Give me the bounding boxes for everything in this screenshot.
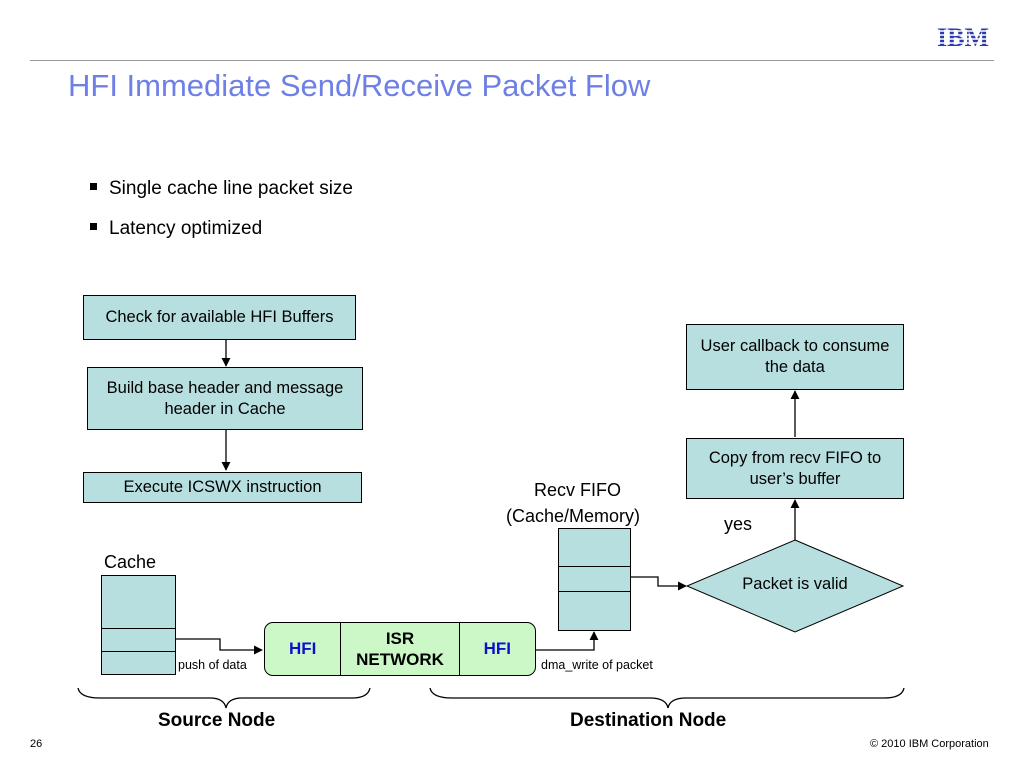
source-node-label: Source Node bbox=[158, 710, 276, 731]
page-number: 26 bbox=[30, 738, 43, 750]
page-title: HFI Immediate Send/Receive Packet Flow bbox=[68, 68, 651, 103]
step-copy-to-buffer: Copy from recv FIFO to user’s buffer bbox=[686, 438, 904, 499]
step-execute-icswx: Execute ICSWX instruction bbox=[83, 472, 362, 503]
bullet-marker bbox=[90, 183, 97, 191]
bullet-text: Single cache line packet size bbox=[109, 178, 353, 199]
recv-fifo-sublabel: (Cache/Memory) bbox=[506, 506, 641, 526]
recv-fifo-label: Recv FIFO bbox=[534, 480, 622, 500]
isr-network-label: ISR NETWORK bbox=[340, 623, 460, 675]
cache-line-slot bbox=[102, 628, 175, 652]
bullet-item: Latency optimized bbox=[90, 218, 262, 240]
isr-network: HFI ISR NETWORK HFI bbox=[264, 622, 536, 676]
destination-node-brace bbox=[429, 687, 905, 709]
bullet-marker bbox=[90, 223, 97, 231]
arrow-fifo-to-decision bbox=[631, 576, 687, 591]
decision-diamond bbox=[685, 539, 905, 633]
destination-node-label: Destination Node bbox=[570, 710, 727, 731]
step-user-callback: User callback to consume the data bbox=[686, 324, 904, 390]
arrow-dma-write bbox=[536, 631, 599, 651]
recv-fifo-block bbox=[558, 528, 631, 631]
source-node-brace bbox=[77, 687, 371, 709]
step-build-headers: Build base header and message header in … bbox=[87, 367, 363, 430]
ibm-logo: IBM bbox=[930, 23, 996, 52]
yes-label: yes bbox=[724, 514, 753, 534]
isr-label-line2: NETWORK bbox=[356, 650, 444, 669]
dma-write-label: dma_write of packet bbox=[541, 658, 653, 672]
decision-label: Packet is valid bbox=[742, 575, 848, 593]
cache-label: Cache bbox=[104, 552, 157, 572]
step-check-buffers: Check for available HFI Buffers bbox=[83, 295, 356, 340]
destination-hfi: HFI bbox=[483, 639, 511, 658]
bullet-item: Single cache line packet size bbox=[90, 178, 353, 200]
push-of-data-label: push of data bbox=[178, 658, 247, 672]
isr-label-line1: ISR bbox=[385, 629, 415, 648]
header-rule bbox=[30, 60, 994, 61]
svg-text:IBM: IBM bbox=[937, 23, 989, 52]
bullet-text: Latency optimized bbox=[109, 218, 263, 239]
source-hfi: HFI bbox=[289, 639, 317, 658]
copyright: © 2010 IBM Corporation bbox=[870, 738, 989, 750]
fifo-line-slot bbox=[559, 566, 630, 592]
arrow-push-of-data bbox=[176, 638, 263, 655]
cache-block bbox=[101, 575, 176, 675]
